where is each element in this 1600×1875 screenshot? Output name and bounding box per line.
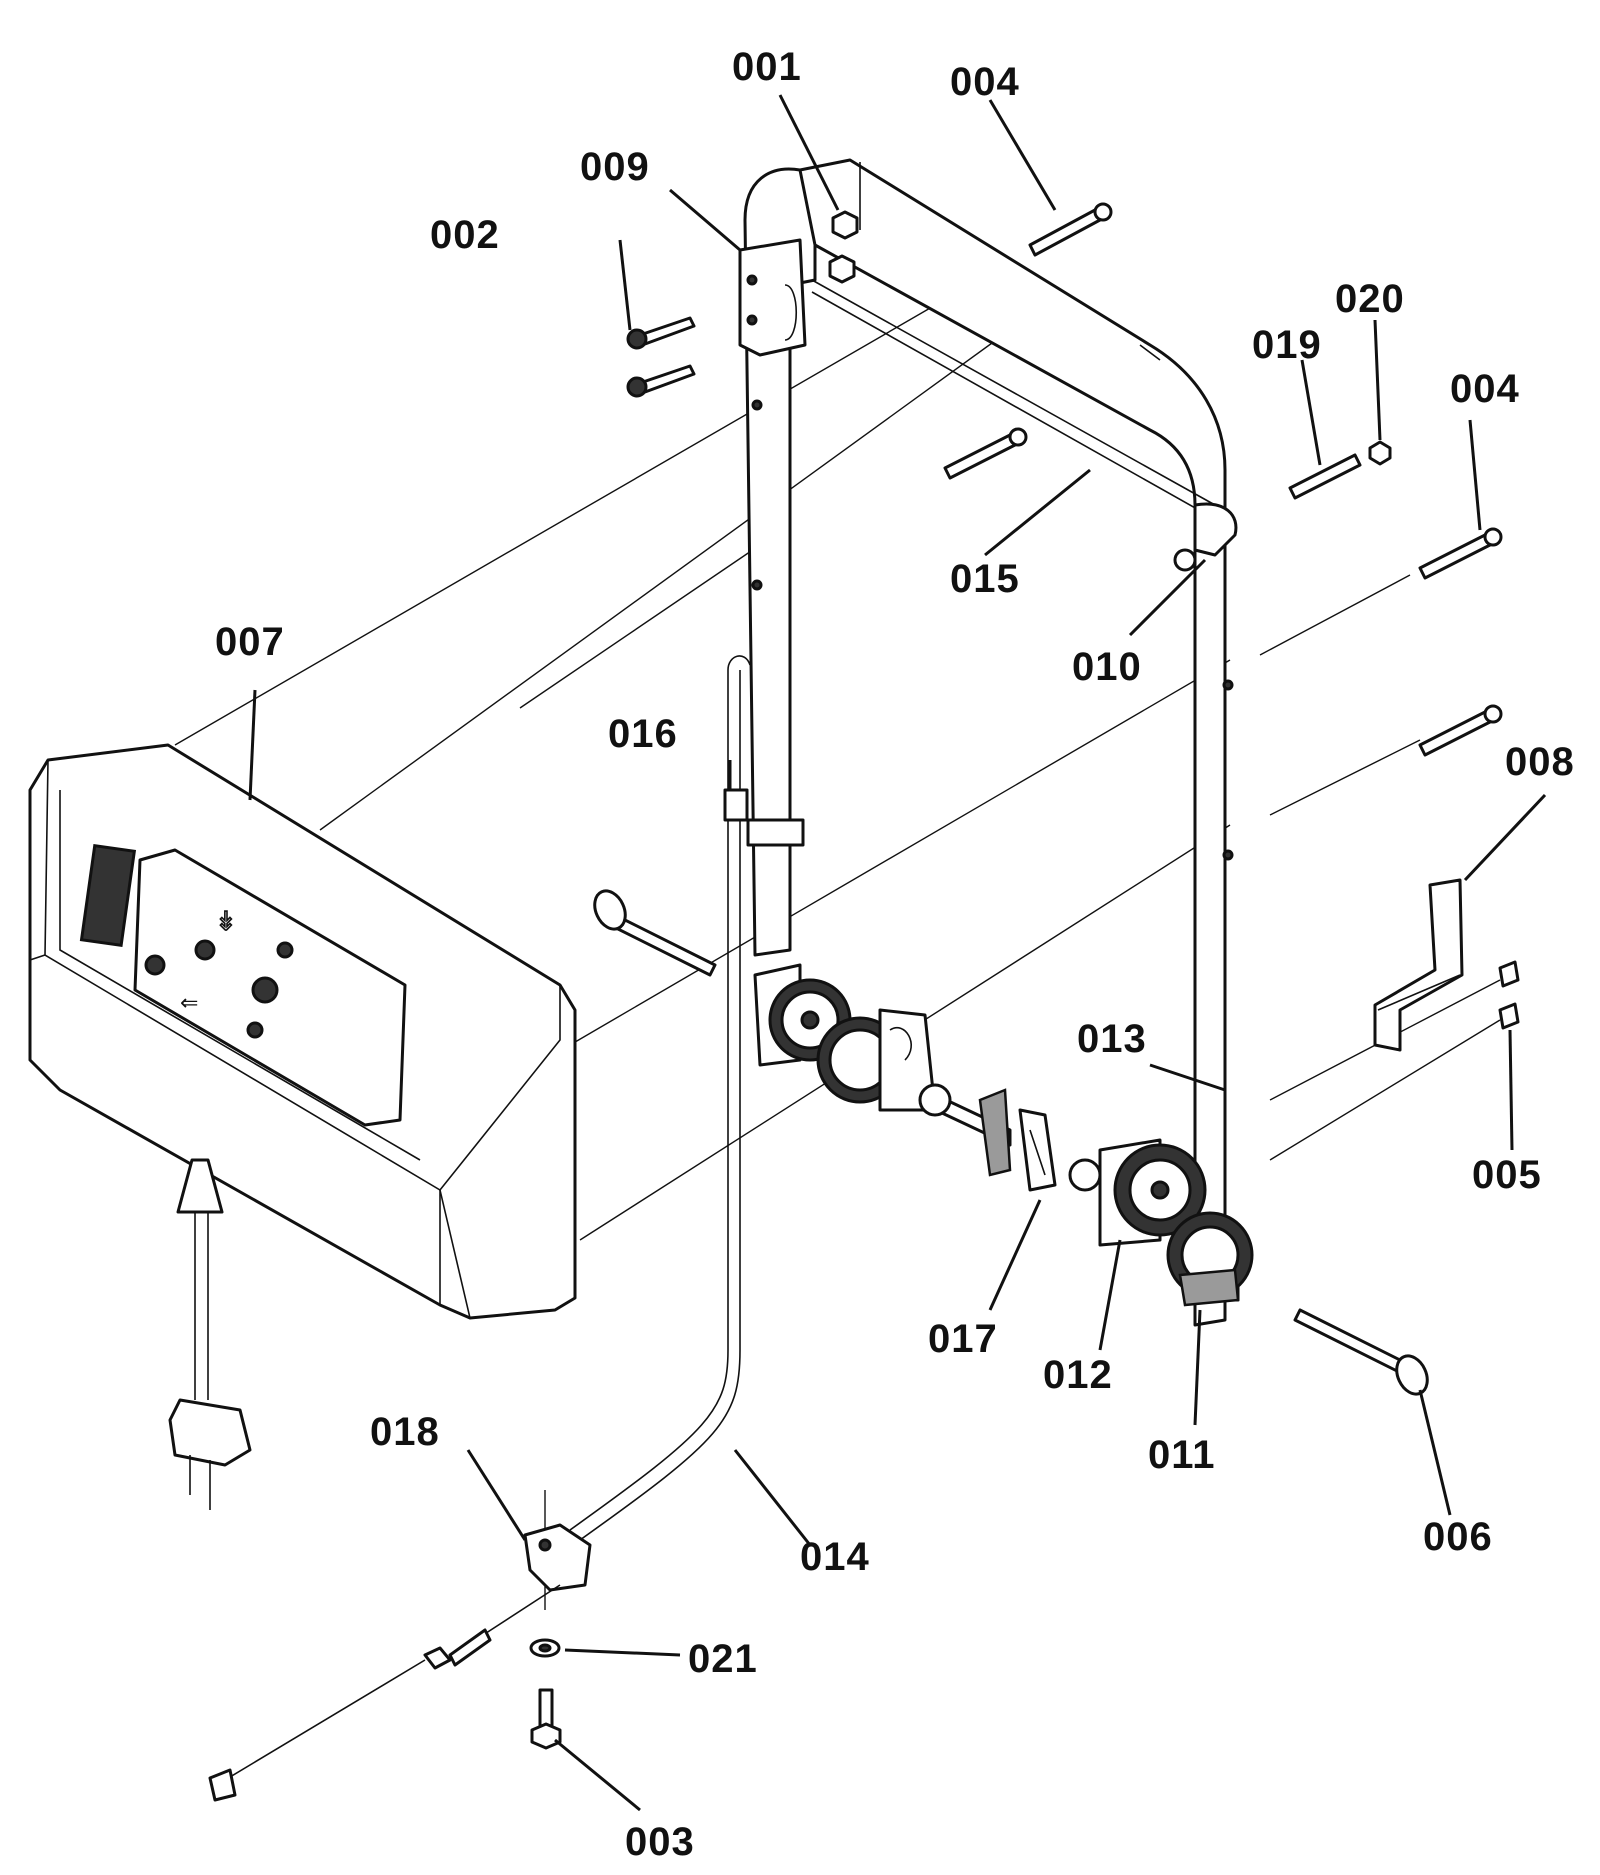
- callout-012: 012: [1043, 1353, 1113, 1397]
- screws-bracket: [1498, 960, 1520, 1030]
- pivot-bracket: [1173, 502, 1238, 572]
- callout-017: 017: [928, 1317, 998, 1361]
- svg-text:↡: ↡: [215, 907, 237, 937]
- bolts-left: [626, 316, 696, 398]
- callout-019: 019: [1252, 323, 1322, 367]
- cable-clamp: [459, 1523, 592, 1651]
- callout-014: 014: [800, 1535, 870, 1579]
- callout-013: 013: [1077, 1017, 1147, 1061]
- callout-016: 016: [608, 712, 678, 756]
- nuts-top: [828, 210, 859, 284]
- carriage-bolt-right: [1293, 1308, 1429, 1396]
- cable-bracket: [1373, 878, 1464, 1052]
- callout-007: 007: [215, 620, 285, 664]
- callout-009: 009: [580, 145, 650, 189]
- carriage-bolt-left: [593, 889, 717, 977]
- cable-screw: [530, 1688, 562, 1750]
- callout-011: 011: [1148, 1433, 1216, 1477]
- control-panel-housing: ↡ ⇐: [28, 743, 577, 1320]
- power-cord: [168, 1158, 252, 1510]
- callout-015: 015: [950, 557, 1020, 601]
- washer: [529, 1638, 561, 1658]
- ratchet-gear-mid: [816, 1008, 937, 1112]
- leader-arrows: [248, 94, 1547, 1812]
- callout-004-right: 004: [1450, 367, 1520, 411]
- callout-001: 001: [732, 45, 802, 89]
- bolts-long: [943, 202, 1503, 757]
- ratchet-bracket: [1018, 1108, 1102, 1192]
- callout-005: 005: [1472, 1153, 1542, 1197]
- callout-021: 021: [688, 1637, 758, 1681]
- pin-and-nut: [1288, 440, 1392, 500]
- ratchet-gear-outer: [1166, 1211, 1254, 1307]
- callout-002: 002: [430, 213, 500, 257]
- callout-004-top: 004: [950, 60, 1020, 104]
- shaft-and-knob: [918, 1083, 1012, 1177]
- callout-003: 003: [625, 1820, 695, 1864]
- callout-006: 006: [1423, 1515, 1493, 1559]
- cable-end: [208, 1628, 492, 1802]
- callout-008: 008: [1505, 740, 1575, 784]
- svg-text:⇐: ⇐: [180, 991, 198, 1016]
- callout-010: 010: [1072, 645, 1142, 689]
- control-cable: [569, 655, 751, 1541]
- callout-018: 018: [370, 1410, 440, 1454]
- callout-020: 020: [1335, 277, 1405, 321]
- callout-labels: 001 002 003 004 004 005 006 007 008 009 …: [215, 45, 1575, 1864]
- clamp-bracket: [738, 238, 807, 357]
- ratchet-gear-right: [1098, 1138, 1207, 1247]
